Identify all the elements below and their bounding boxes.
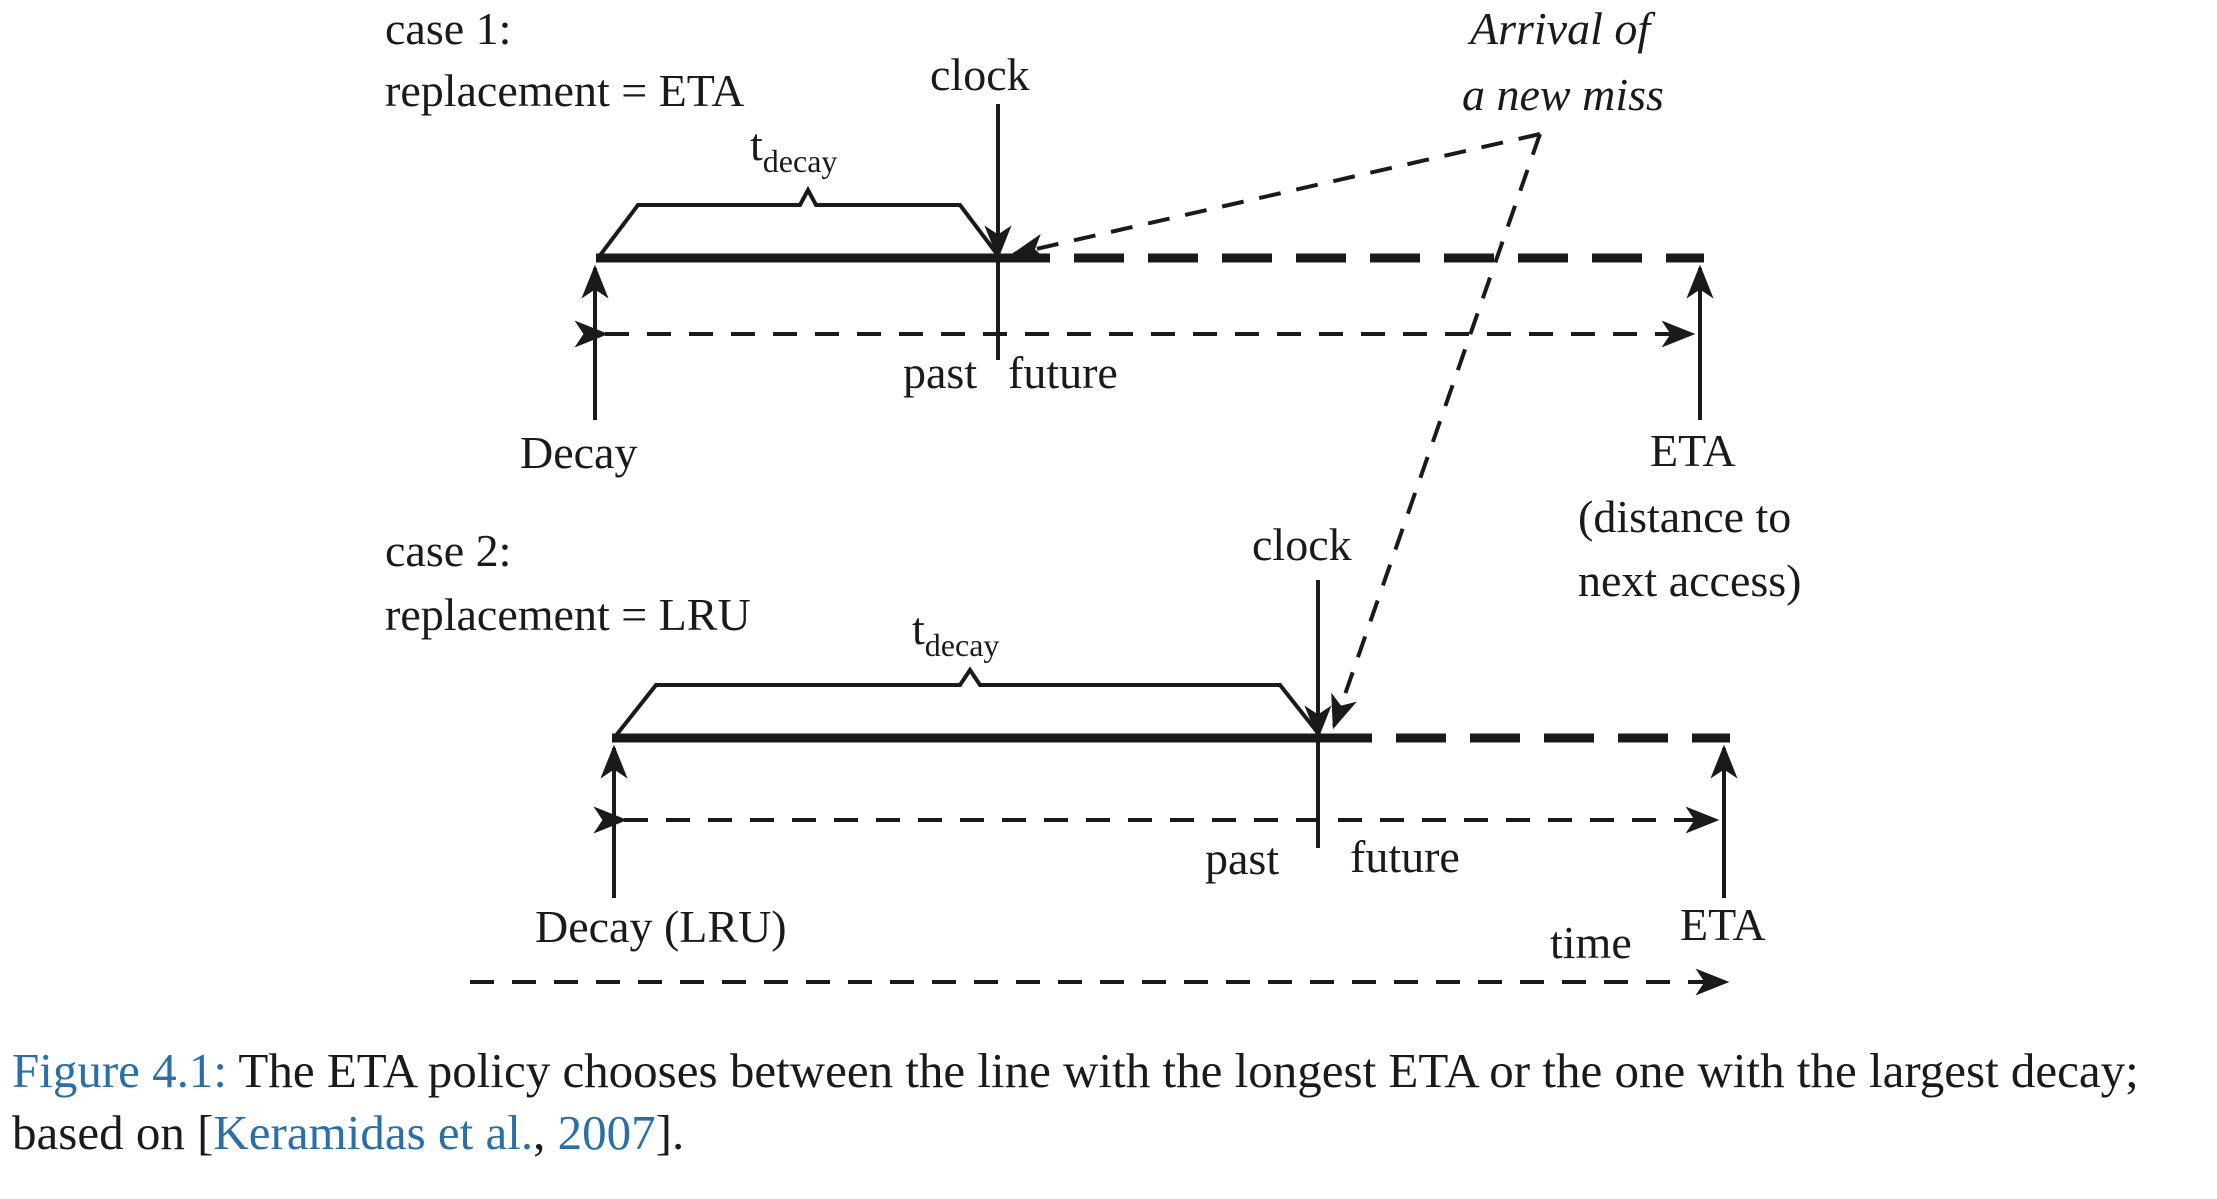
case-1-clock-label: clock <box>930 49 1030 100</box>
case-1-decay-label: Decay <box>520 427 637 478</box>
case-2-eta-label: ETA <box>1680 899 1766 950</box>
arrival-label-line1: Arrival of <box>1467 3 1656 54</box>
time-axis-group: time <box>470 917 1730 996</box>
case-2-replacement: replacement = LRU <box>385 589 751 640</box>
case-1-heading: case 1: <box>385 3 511 54</box>
case-2-past-label: past <box>1205 833 1279 884</box>
case-2-group: case 2: replacement = LRU tdecay clock p… <box>385 519 1766 952</box>
arrival-arrow-to-case-1 <box>1010 132 1541 261</box>
caption-text: The ETA policy chooses between the line … <box>12 1043 2139 1160</box>
caption-figure-label: Figure 4.1: <box>12 1043 228 1098</box>
case-1-past-label: past <box>903 347 977 398</box>
case-1-future-label: future <box>1008 347 1118 398</box>
arrival-group: Arrival of a new miss <box>1010 3 1664 730</box>
case-2-clock-label: clock <box>1252 519 1352 570</box>
case-1-group: case 1: replacement = ETA tdecay clock p… <box>385 3 1802 606</box>
caption-ref-separator: , <box>533 1105 558 1160</box>
caption-text-end: ]. <box>655 1105 685 1160</box>
case-1-replacement: replacement = ETA <box>385 65 744 116</box>
time-label: time <box>1550 917 1632 968</box>
case-1-eta-label: ETA <box>1650 425 1736 476</box>
case-2-tdecay-label: tdecay <box>912 603 999 663</box>
case-2-future-label: future <box>1350 831 1460 882</box>
case-2-decay-label: Decay (LRU) <box>535 901 787 952</box>
case-1-decay-brace <box>596 185 1002 260</box>
case-1-eta-note-line1: (distance to <box>1578 491 1791 542</box>
eta-policy-diagram: case 1: replacement = ETA tdecay clock p… <box>385 3 1802 996</box>
case-2-decay-brace <box>612 666 1324 740</box>
case-2-heading: case 2: <box>385 525 511 576</box>
caption-reference-author-link[interactable]: Keramidas et al. <box>213 1105 534 1160</box>
case-1-tdecay-label: tdecay <box>750 119 837 179</box>
arrival-arrow-to-case-2 <box>1331 133 1542 730</box>
arrival-label-line2: a new miss <box>1462 69 1664 120</box>
caption-reference-year-link[interactable]: 2007 <box>557 1105 656 1160</box>
case-1-eta-note-line2: next access) <box>1578 555 1802 606</box>
figure-caption: Figure 4.1: The ETA policy chooses betwe… <box>12 1040 2212 1164</box>
